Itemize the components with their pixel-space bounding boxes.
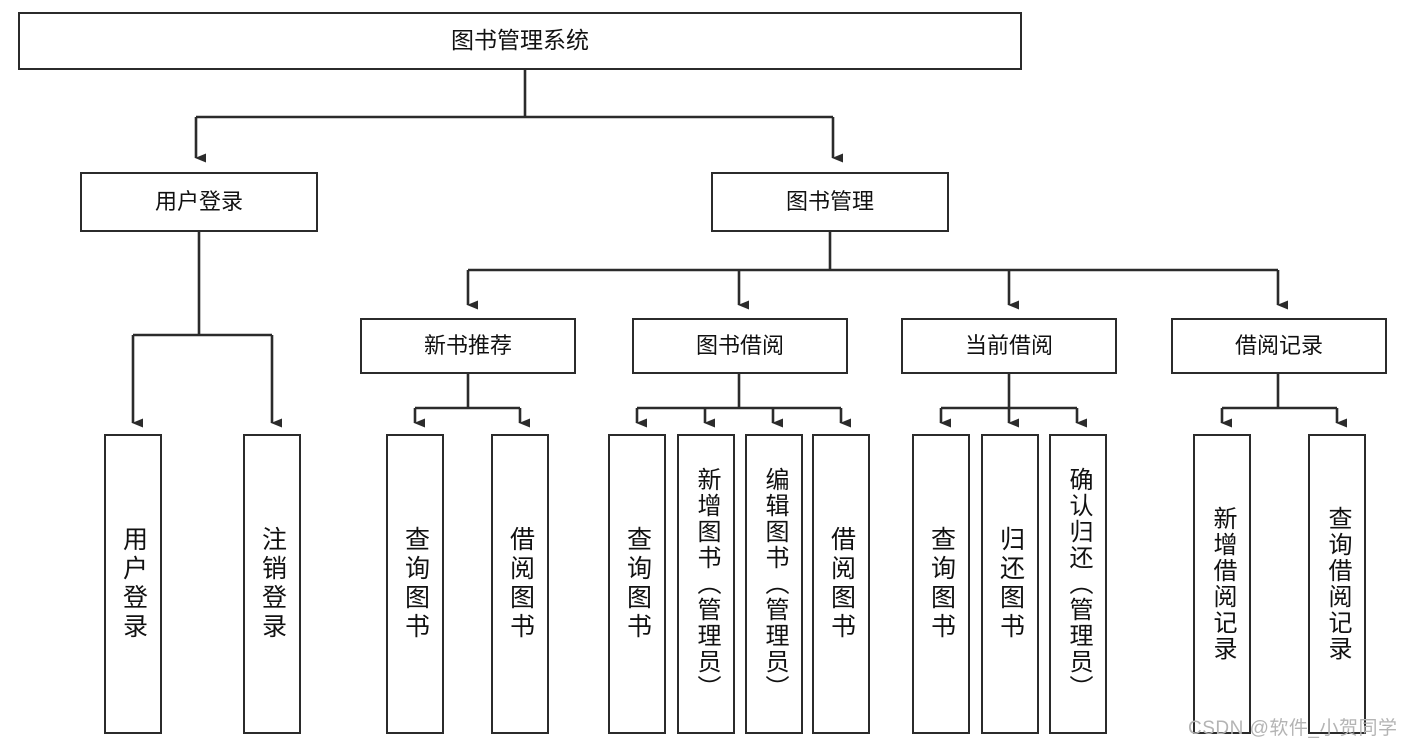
node-label: 新书推荐 <box>423 333 512 359</box>
node-label: 查询图书 <box>401 526 430 642</box>
node-leaf-query-book-recommend[interactable]: 查询图书 <box>386 434 444 734</box>
node-label: 借阅图书 <box>827 526 856 642</box>
node-leaf-borrow-book[interactable]: 借阅图书 <box>812 434 870 734</box>
node-leaf-logout[interactable]: 注销登录 <box>243 434 301 734</box>
node-label: 用户登录 <box>119 526 148 642</box>
node-label: 借阅记录 <box>1234 333 1323 359</box>
node-leaf-return-book[interactable]: 归还图书 <box>981 434 1039 734</box>
node-label: 查询图书 <box>623 526 652 642</box>
node-leaf-confirm-return-admin[interactable]: 确认归还（管理员） <box>1049 434 1107 734</box>
node-leaf-query-borrow-record[interactable]: 查询借阅记录 <box>1308 434 1366 734</box>
node-label: 借阅图书 <box>506 526 535 642</box>
node-leaf-query-book-current[interactable]: 查询图书 <box>912 434 970 734</box>
node-label: 当前借阅 <box>964 333 1053 359</box>
node-current-borrow[interactable]: 当前借阅 <box>901 318 1117 374</box>
node-leaf-edit-book-admin[interactable]: 编辑图书（管理员） <box>745 434 803 734</box>
node-label: 新增图书（管理员） <box>693 467 720 701</box>
node-book-management[interactable]: 图书管理 <box>711 172 949 232</box>
node-leaf-query-book-borrow[interactable]: 查询图书 <box>608 434 666 734</box>
node-label: 编辑图书（管理员） <box>761 467 788 701</box>
node-label: 查询图书 <box>927 526 956 642</box>
node-label: 图书借阅 <box>695 333 784 359</box>
node-label: 用户登录 <box>154 189 243 215</box>
node-label: 图书管理系统 <box>451 27 589 54</box>
node-label: 注销登录 <box>258 526 287 642</box>
node-new-book-recommend[interactable]: 新书推荐 <box>360 318 576 374</box>
node-label: 确认归还（管理员） <box>1065 467 1092 701</box>
node-book-borrow[interactable]: 图书借阅 <box>632 318 848 374</box>
node-leaf-user-login[interactable]: 用户登录 <box>104 434 162 734</box>
node-leaf-add-book-admin[interactable]: 新增图书（管理员） <box>677 434 735 734</box>
node-leaf-borrow-book-recommend[interactable]: 借阅图书 <box>491 434 549 734</box>
node-label: 图书管理 <box>785 189 874 215</box>
node-label: 查询借阅记录 <box>1324 506 1351 662</box>
node-borrow-record[interactable]: 借阅记录 <box>1171 318 1387 374</box>
node-label: 新增借阅记录 <box>1209 506 1236 662</box>
node-user-login[interactable]: 用户登录 <box>80 172 318 232</box>
node-leaf-add-borrow-record[interactable]: 新增借阅记录 <box>1193 434 1251 734</box>
node-root-system[interactable]: 图书管理系统 <box>18 12 1022 70</box>
node-label: 归还图书 <box>996 526 1025 642</box>
watermark-text: CSDN @软件_小贺同学 <box>1188 718 1398 739</box>
